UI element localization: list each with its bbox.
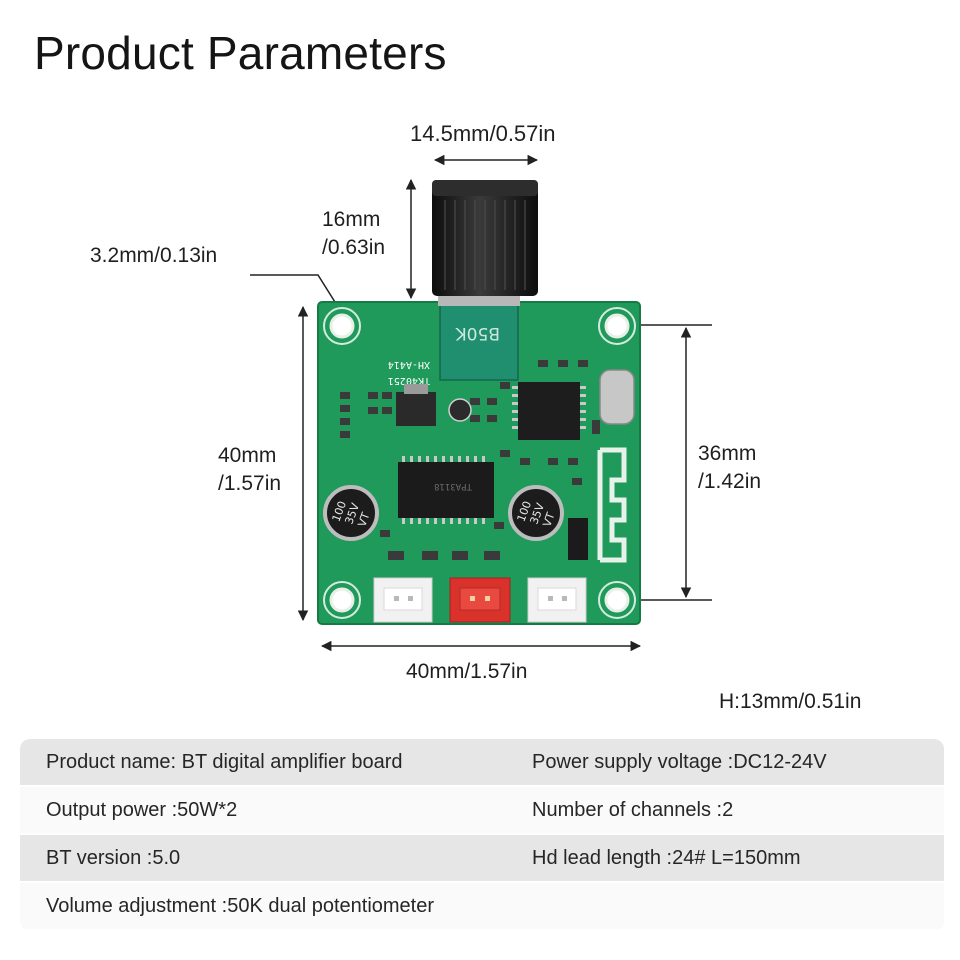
board-diagram: XH-A414 TK40251 <box>250 154 712 652</box>
capacitor-right: 100 35V VT <box>508 485 564 541</box>
spec-row: BT version :5.0 Hd lead length :24# L=15… <box>20 835 944 881</box>
chip-label: TK40251 <box>388 375 430 386</box>
volume-knob <box>432 180 538 306</box>
spec-cell: Hd lead length :24# L=150mm <box>532 846 801 869</box>
board-height-label: 40mm /1.57in <box>218 444 282 495</box>
hole-diameter-label: 3.2mm/0.13in <box>90 244 218 267</box>
knob-height-label: 16mm /0.63in <box>322 208 386 259</box>
total-height-label: H:13mm/0.51in <box>719 690 862 713</box>
spec-cell: Number of channels :2 <box>532 798 734 821</box>
connector-left <box>373 577 433 623</box>
spec-cell: BT version :5.0 <box>46 846 181 869</box>
antenna-trace <box>597 447 627 563</box>
mounting-holes <box>329 313 630 613</box>
connector-right <box>527 577 587 623</box>
hole-spacing-label: 36mm /1.42in <box>698 442 762 493</box>
pcb-board: XH-A414 TK40251 <box>317 301 641 625</box>
capacitor-left: 100 35V VT <box>323 485 379 541</box>
dimension-lines <box>250 154 712 652</box>
spec-cell: Output power :50W*2 <box>46 798 238 821</box>
diode <box>568 518 588 560</box>
potentiometer-label: B50K <box>455 323 500 343</box>
spec-cell: Power supply voltage :DC12-24V <box>532 750 827 773</box>
knob-width-label: 14.5mm/0.57in <box>410 121 556 146</box>
page-title: Product Parameters <box>34 27 447 79</box>
spec-cell: Volume adjustment :50K dual potentiomete… <box>46 894 435 917</box>
bt-chip <box>512 382 586 440</box>
spec-cell: Product name: BT digital amplifier board <box>46 750 403 773</box>
svg-text:TPA3118: TPA3118 <box>434 481 472 491</box>
model-label: XH-A414 <box>388 359 430 370</box>
spec-row: Output power :50W*2 Number of channels :… <box>20 787 944 833</box>
connector-middle <box>449 577 511 623</box>
potentiometer: B50K <box>439 303 519 381</box>
spec-row: Product name: BT digital amplifier board… <box>20 739 944 785</box>
svg-text:VT: VT <box>540 511 557 529</box>
amplifier-chip: TPA3118 <box>398 456 494 524</box>
spec-table: Product name: BT digital amplifier board… <box>20 739 944 931</box>
regulator-chip <box>396 392 436 426</box>
crystal-oscillator <box>599 369 635 425</box>
board-width-label: 40mm/1.57in <box>406 660 528 683</box>
svg-text:VT: VT <box>355 511 372 529</box>
spec-row: Volume adjustment :50K dual potentiomete… <box>20 883 944 929</box>
